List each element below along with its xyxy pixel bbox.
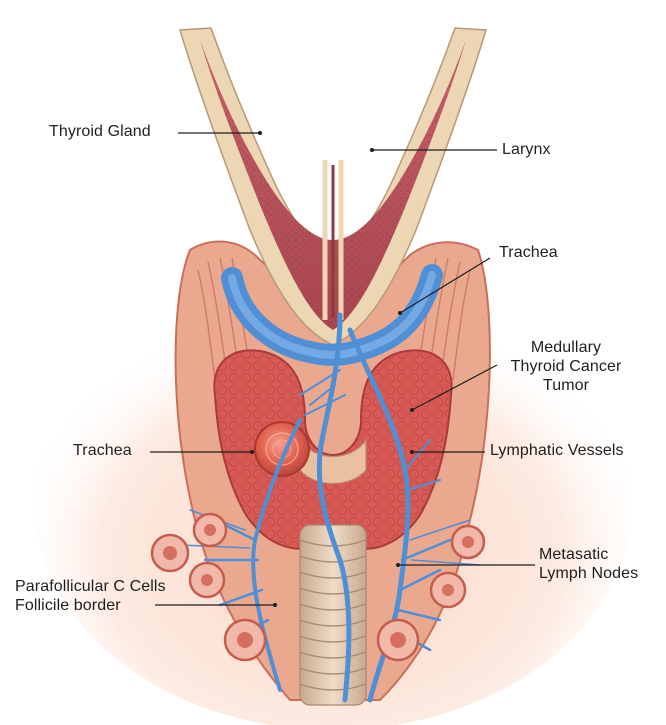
node-r1	[450, 524, 486, 560]
node-l2	[150, 533, 190, 573]
label-thyroid-gland: Thyroid Gland	[49, 123, 151, 140]
leader-medullary	[411, 364, 498, 411]
label-trachea-left: Trachea	[73, 442, 132, 459]
label-larynx: Larynx	[502, 141, 551, 158]
leader-dots	[250, 131, 414, 607]
node-l4	[223, 618, 267, 662]
leader-lines	[150, 132, 535, 606]
trachea-rings	[299, 524, 367, 706]
node-l1	[192, 512, 228, 548]
label-metastatic-nodes: Metasatic Lymph Nodes	[539, 546, 639, 582]
vocal-fold	[322, 160, 344, 320]
node-r2	[429, 571, 467, 609]
node-r3	[376, 618, 420, 662]
node-l3	[188, 561, 226, 599]
lymph-nodes	[150, 512, 486, 662]
leader-trachea-right	[399, 257, 491, 314]
label-medullary-tumor: Medullary Thyroid Cancer Tumor	[510, 339, 622, 394]
label-parafollicular: Parafollicular C Cells Follicile border	[15, 578, 166, 614]
label-lymphatic-vessels: Lymphatic Vessels	[490, 442, 624, 459]
label-trachea-right: Trachea	[499, 244, 558, 261]
tumor	[254, 421, 310, 477]
